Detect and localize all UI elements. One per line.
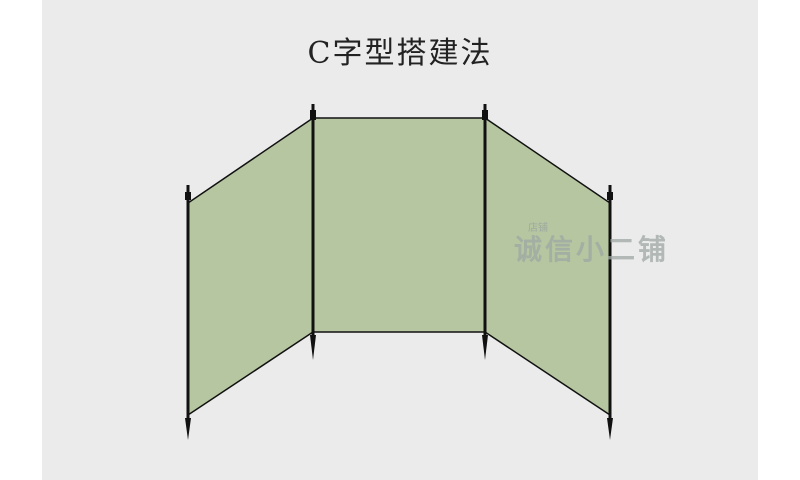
pole-left-inner	[310, 104, 316, 360]
watermark-shop-name: 诚信小二铺	[514, 233, 670, 266]
left-panel	[187, 116, 314, 417]
watermark-shop-label: 店铺	[528, 223, 548, 234]
diagram-title: C字型搭建法	[307, 36, 493, 71]
pole-left-outer	[185, 185, 191, 440]
pole-right-outer	[607, 185, 613, 440]
center-panel	[312, 117, 486, 333]
pole-right-inner	[482, 104, 488, 360]
